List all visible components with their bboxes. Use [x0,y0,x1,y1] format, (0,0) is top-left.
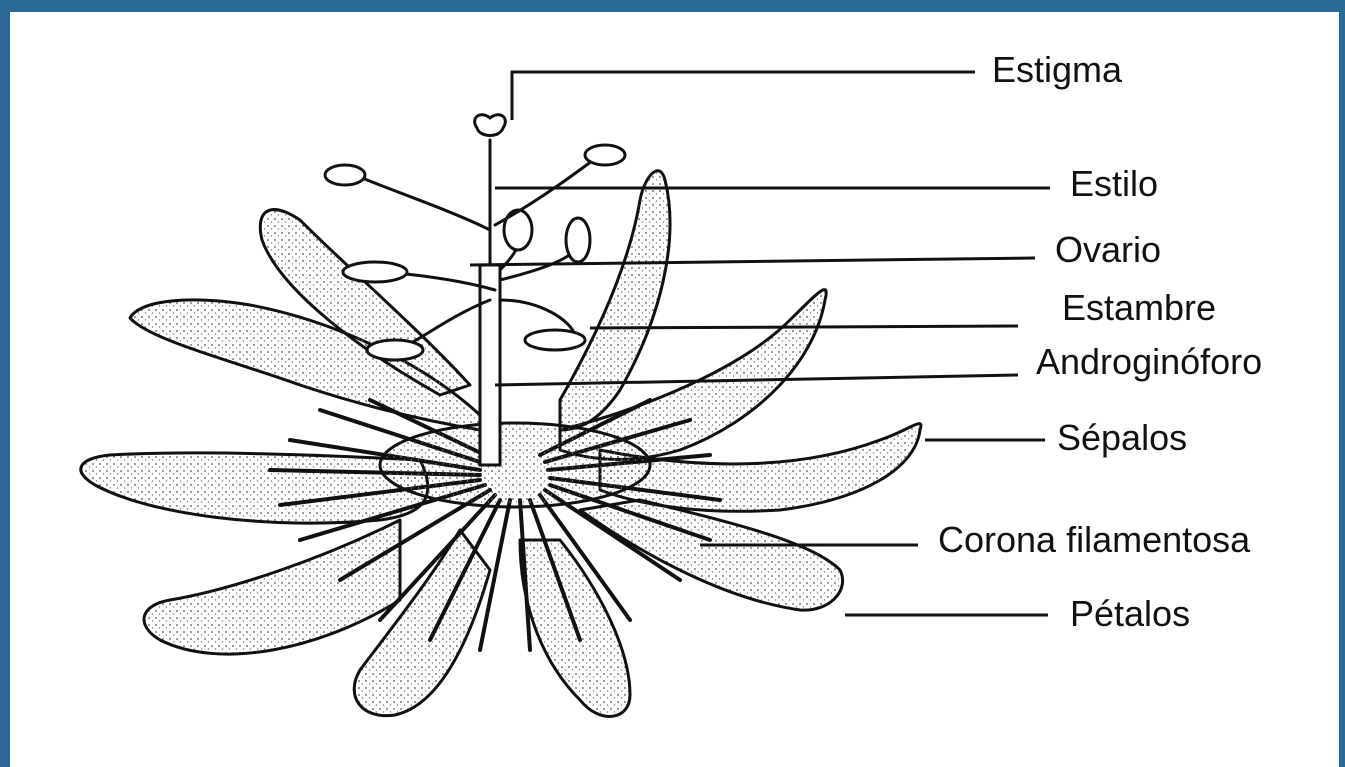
petal-left-lower [144,520,400,654]
label-estambre: Estambre [1062,290,1216,326]
petal-right-tall [560,171,670,430]
leader-estigma [512,72,975,120]
label-corona-filamentosa: Corona filamentosa [938,522,1250,558]
central-disc [380,423,650,507]
sepal-left [81,453,428,523]
label-estigma: Estigma [992,52,1122,88]
androgynophore-column [480,265,500,465]
petal-lower-right [580,500,843,610]
label-petalos: Pétalos [1070,596,1190,632]
stigma-head [475,115,506,136]
label-sepalos: Sépalos [1057,420,1187,456]
label-ovario: Ovario [1055,232,1161,268]
label-estilo: Estilo [1070,166,1158,202]
leader-estambre [590,326,1018,328]
label-androginoforo: Androginóforo [1036,344,1262,380]
